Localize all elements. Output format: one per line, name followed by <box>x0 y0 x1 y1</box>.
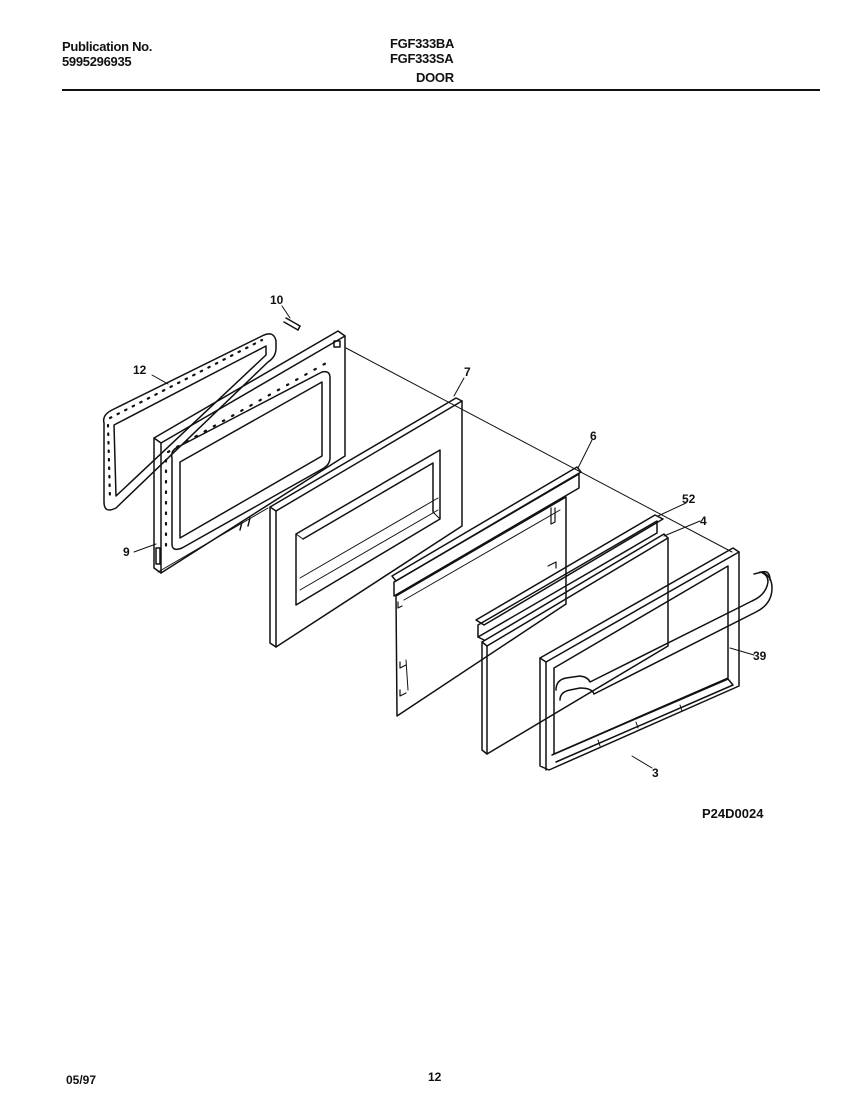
callout-4: 4 <box>700 514 707 528</box>
page-number: 12 <box>428 1070 442 1084</box>
drawing-code: P24D0024 <box>702 806 764 821</box>
leader-lines <box>133 305 755 769</box>
part-6-window-frame <box>391 466 582 717</box>
part-39-handle <box>555 570 773 701</box>
callout-labels: 10 12 9 7 6 52 4 39 3 <box>123 293 767 780</box>
callout-12: 12 <box>133 363 147 377</box>
alignment-lines <box>157 347 733 573</box>
part-10-screw <box>283 317 301 331</box>
header-rule <box>62 89 820 91</box>
section-title: DOOR <box>416 70 454 85</box>
footer-date: 05/97 <box>66 1073 97 1087</box>
callout-6: 6 <box>590 429 597 443</box>
part-7-outer-panel <box>269 397 463 648</box>
part-12-gasket <box>102 333 277 511</box>
part-3-outer-frame <box>539 547 740 771</box>
callout-39: 39 <box>753 649 767 663</box>
publication-label: Publication No. <box>62 39 153 54</box>
callout-52: 52 <box>682 492 696 506</box>
callout-3: 3 <box>652 766 659 780</box>
model-number-1: FGF333BA <box>390 36 455 51</box>
callout-9: 9 <box>123 545 130 559</box>
callout-7: 7 <box>464 365 471 379</box>
publication-number: 5995296935 <box>62 54 132 69</box>
part-9-inner-liner <box>153 330 346 574</box>
part-52-glass-channel <box>475 514 664 641</box>
model-number-2: FGF333SA <box>390 51 454 66</box>
part-4-glass-pane <box>481 533 669 755</box>
callout-10: 10 <box>270 293 284 307</box>
